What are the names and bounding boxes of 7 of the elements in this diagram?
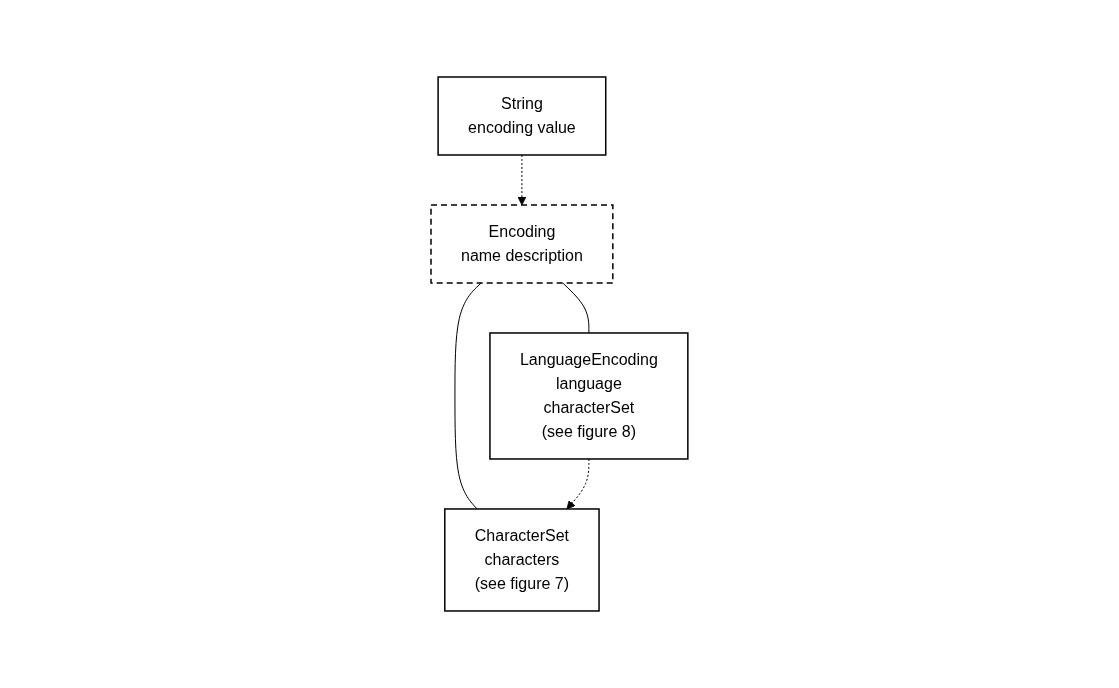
- arrow: [566, 458, 590, 510]
- node-box: CharacterSet characters (see figure 7): [444, 508, 600, 612]
- node-box: String encoding value: [437, 76, 607, 156]
- node-box: Encoding name description: [430, 204, 614, 284]
- connector: [562, 282, 590, 334]
- node-box: LanguageEncoding language characterSet (see figure 8): [489, 332, 689, 460]
- connector: [454, 282, 482, 510]
